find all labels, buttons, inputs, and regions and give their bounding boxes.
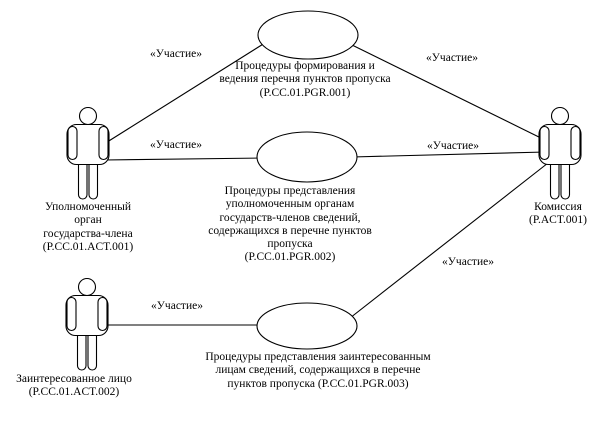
stereotype-label-act001-pgr002: «Участие» [150, 139, 202, 151]
association-act001-pgr001 [103, 40, 269, 145]
actor-arm-left [67, 125, 78, 161]
actor-figure-commission [538, 106, 582, 200]
usecase-ellipse-pgr003 [256, 302, 358, 350]
actor-arm-right [570, 125, 581, 161]
stereotype-label-pgr001-commission: «Участие» [426, 52, 478, 64]
stereotype-label-pgr002-commission: «Участие» [427, 140, 479, 152]
actor-arm-left [66, 296, 77, 332]
association-pgr001-commission [349, 43, 548, 142]
actor-figure-authorized-body [66, 106, 110, 200]
usecase-ellipse-pgr002 [256, 131, 358, 183]
association-commission-pgr003 [349, 162, 549, 319]
association-act001-pgr002 [103, 157, 266, 161]
usecase-label-pgr001: Процедуры формирования и ведения перечня… [219, 60, 391, 99]
stereotype-label-act002-pgr003: «Участие» [151, 300, 203, 312]
actor-head [550, 106, 570, 126]
actor-label-commission: Комиссия (P.ACT.001) [529, 201, 587, 227]
usecase-label-pgr002: Процедуры представления уполномоченным о… [208, 185, 372, 264]
stereotype-label-act001-pgr001: «Участие» [150, 48, 202, 60]
actor-label-authorized-body: Уполномоченный орган государства-члена (… [42, 201, 134, 253]
actor-figure-interested-person [65, 277, 109, 371]
stereotype-label-commission-pgr003: «Участие» [442, 256, 494, 268]
actor-head [78, 106, 98, 126]
actor-label-interested-person: Заинтересованное лицо (P.CC.01.ACT.002) [16, 373, 132, 399]
actor-arm-right [98, 125, 109, 161]
usecase-ellipse-pgr001 [257, 10, 359, 60]
actor-arm-left [539, 125, 550, 161]
association-pgr002-commission [351, 151, 547, 158]
usecase-label-pgr003: Процедуры представления заинтересованным… [205, 351, 431, 390]
actor-head [77, 277, 97, 297]
actor-arm-right [97, 296, 108, 332]
